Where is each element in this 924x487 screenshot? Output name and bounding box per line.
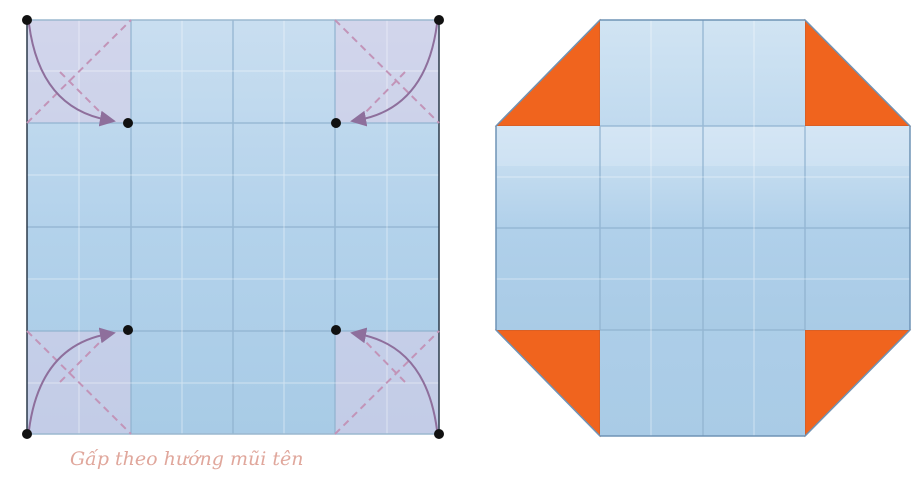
- fold-arrow-bottom-right: [350, 327, 438, 431]
- dot-corner-br: [434, 429, 444, 439]
- octagon-creases: [496, 20, 910, 436]
- dot-corner-tr: [434, 15, 444, 25]
- dot-corner-bl: [22, 429, 32, 439]
- dot-corner-tl: [22, 15, 32, 25]
- fold-arrow-top-left: [28, 23, 116, 127]
- dot-target-br: [331, 325, 341, 335]
- reference-dots: [22, 15, 444, 439]
- left-square-figure: [22, 15, 444, 439]
- right-octagon-figure: [494, 18, 912, 438]
- fold-instruction-caption: Gấp theo hướng mũi tên: [70, 448, 304, 470]
- octagon-creases-faint: [496, 20, 910, 436]
- fold-arrow-top-right: [350, 23, 438, 127]
- dot-target-tr: [331, 118, 341, 128]
- fold-arrow-bottom-left: [28, 327, 116, 431]
- square-edges: [26, 19, 440, 435]
- dot-target-bl: [123, 325, 133, 335]
- diagonal-fold-lines: [26, 19, 440, 435]
- dot-target-tl: [123, 118, 133, 128]
- grid-creases: [27, 20, 439, 434]
- octagon-outline: [495, 19, 911, 437]
- fold-arrows: [28, 23, 438, 431]
